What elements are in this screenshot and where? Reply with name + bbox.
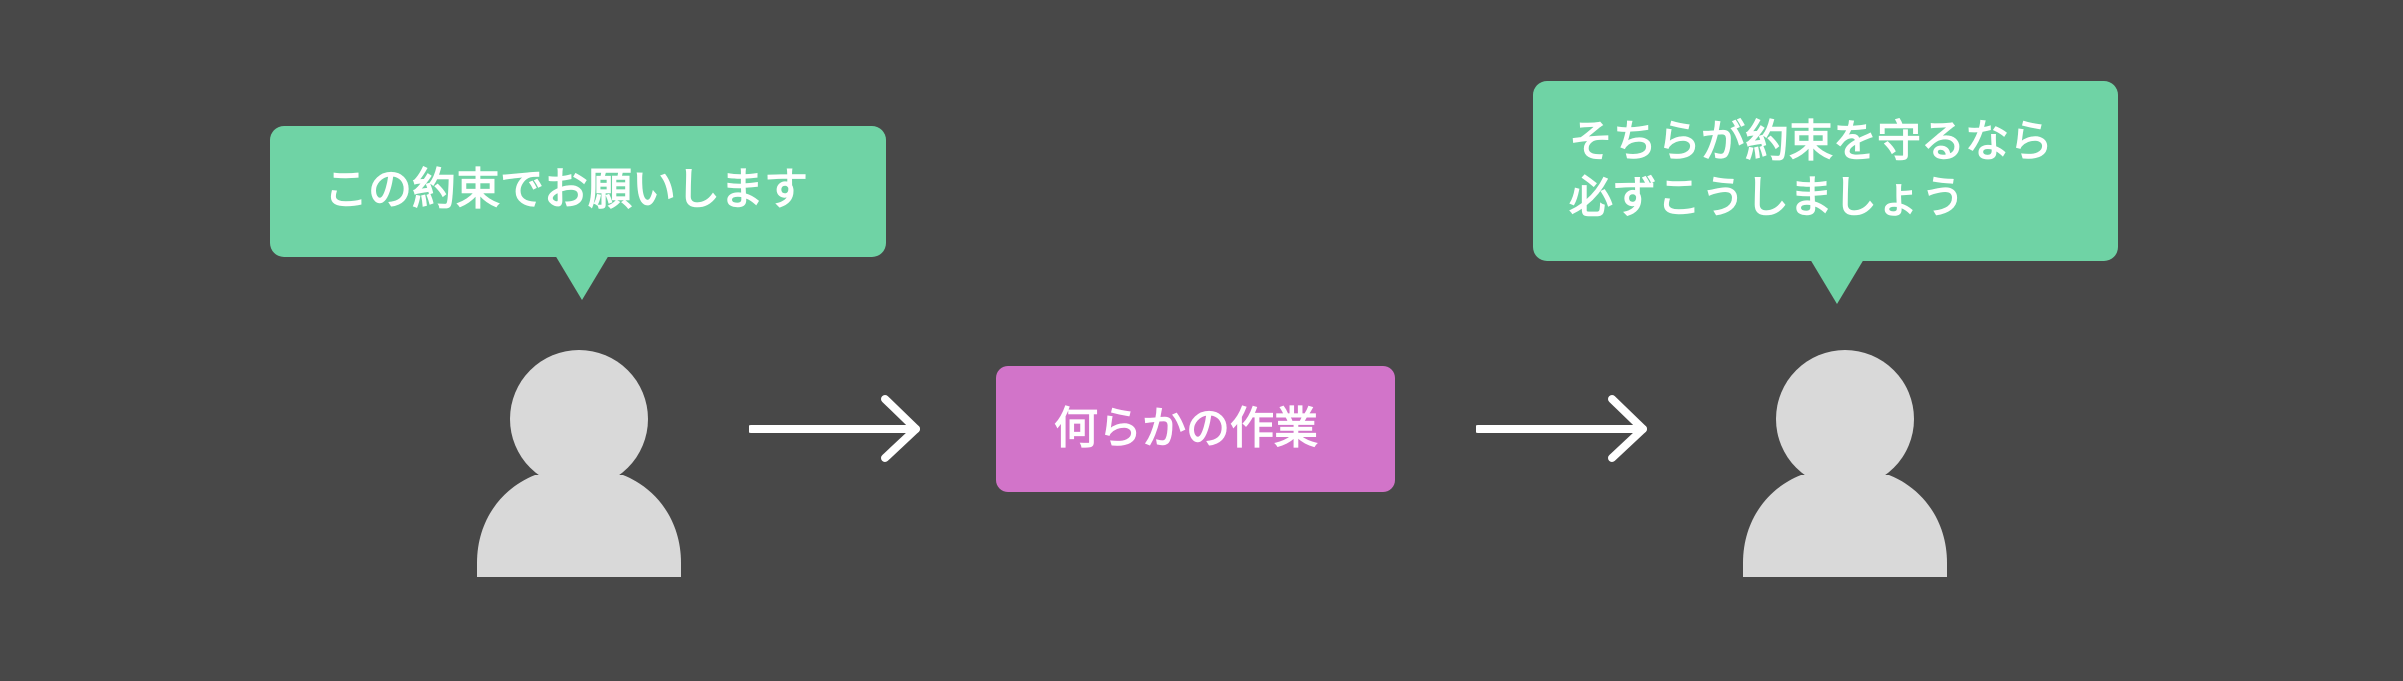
left-speech-text: この約束でお願いします: [324, 164, 808, 215]
right-speech-line-2: 必ずこうしましょう: [1569, 172, 1965, 223]
right-speech-bubble: そちらが約束を守るなら 必ずこうしましょう: [1533, 81, 2118, 261]
left-speech-bubble-tail: [555, 255, 609, 300]
right-speech-line-1: そちらが約束を守るなら: [1569, 116, 2053, 167]
arrow-right-icon: [1474, 394, 1651, 464]
left-speech-bubble: この約束でお願いします: [270, 126, 886, 257]
right-speech-bubble-tail: [1810, 259, 1864, 304]
task-box: 何らかの作業: [996, 366, 1395, 492]
arrow-right-icon: [747, 394, 924, 464]
left-person-icon: [477, 350, 681, 577]
task-label: 何らかの作業: [1054, 403, 1318, 454]
right-person-icon: [1743, 350, 1947, 577]
